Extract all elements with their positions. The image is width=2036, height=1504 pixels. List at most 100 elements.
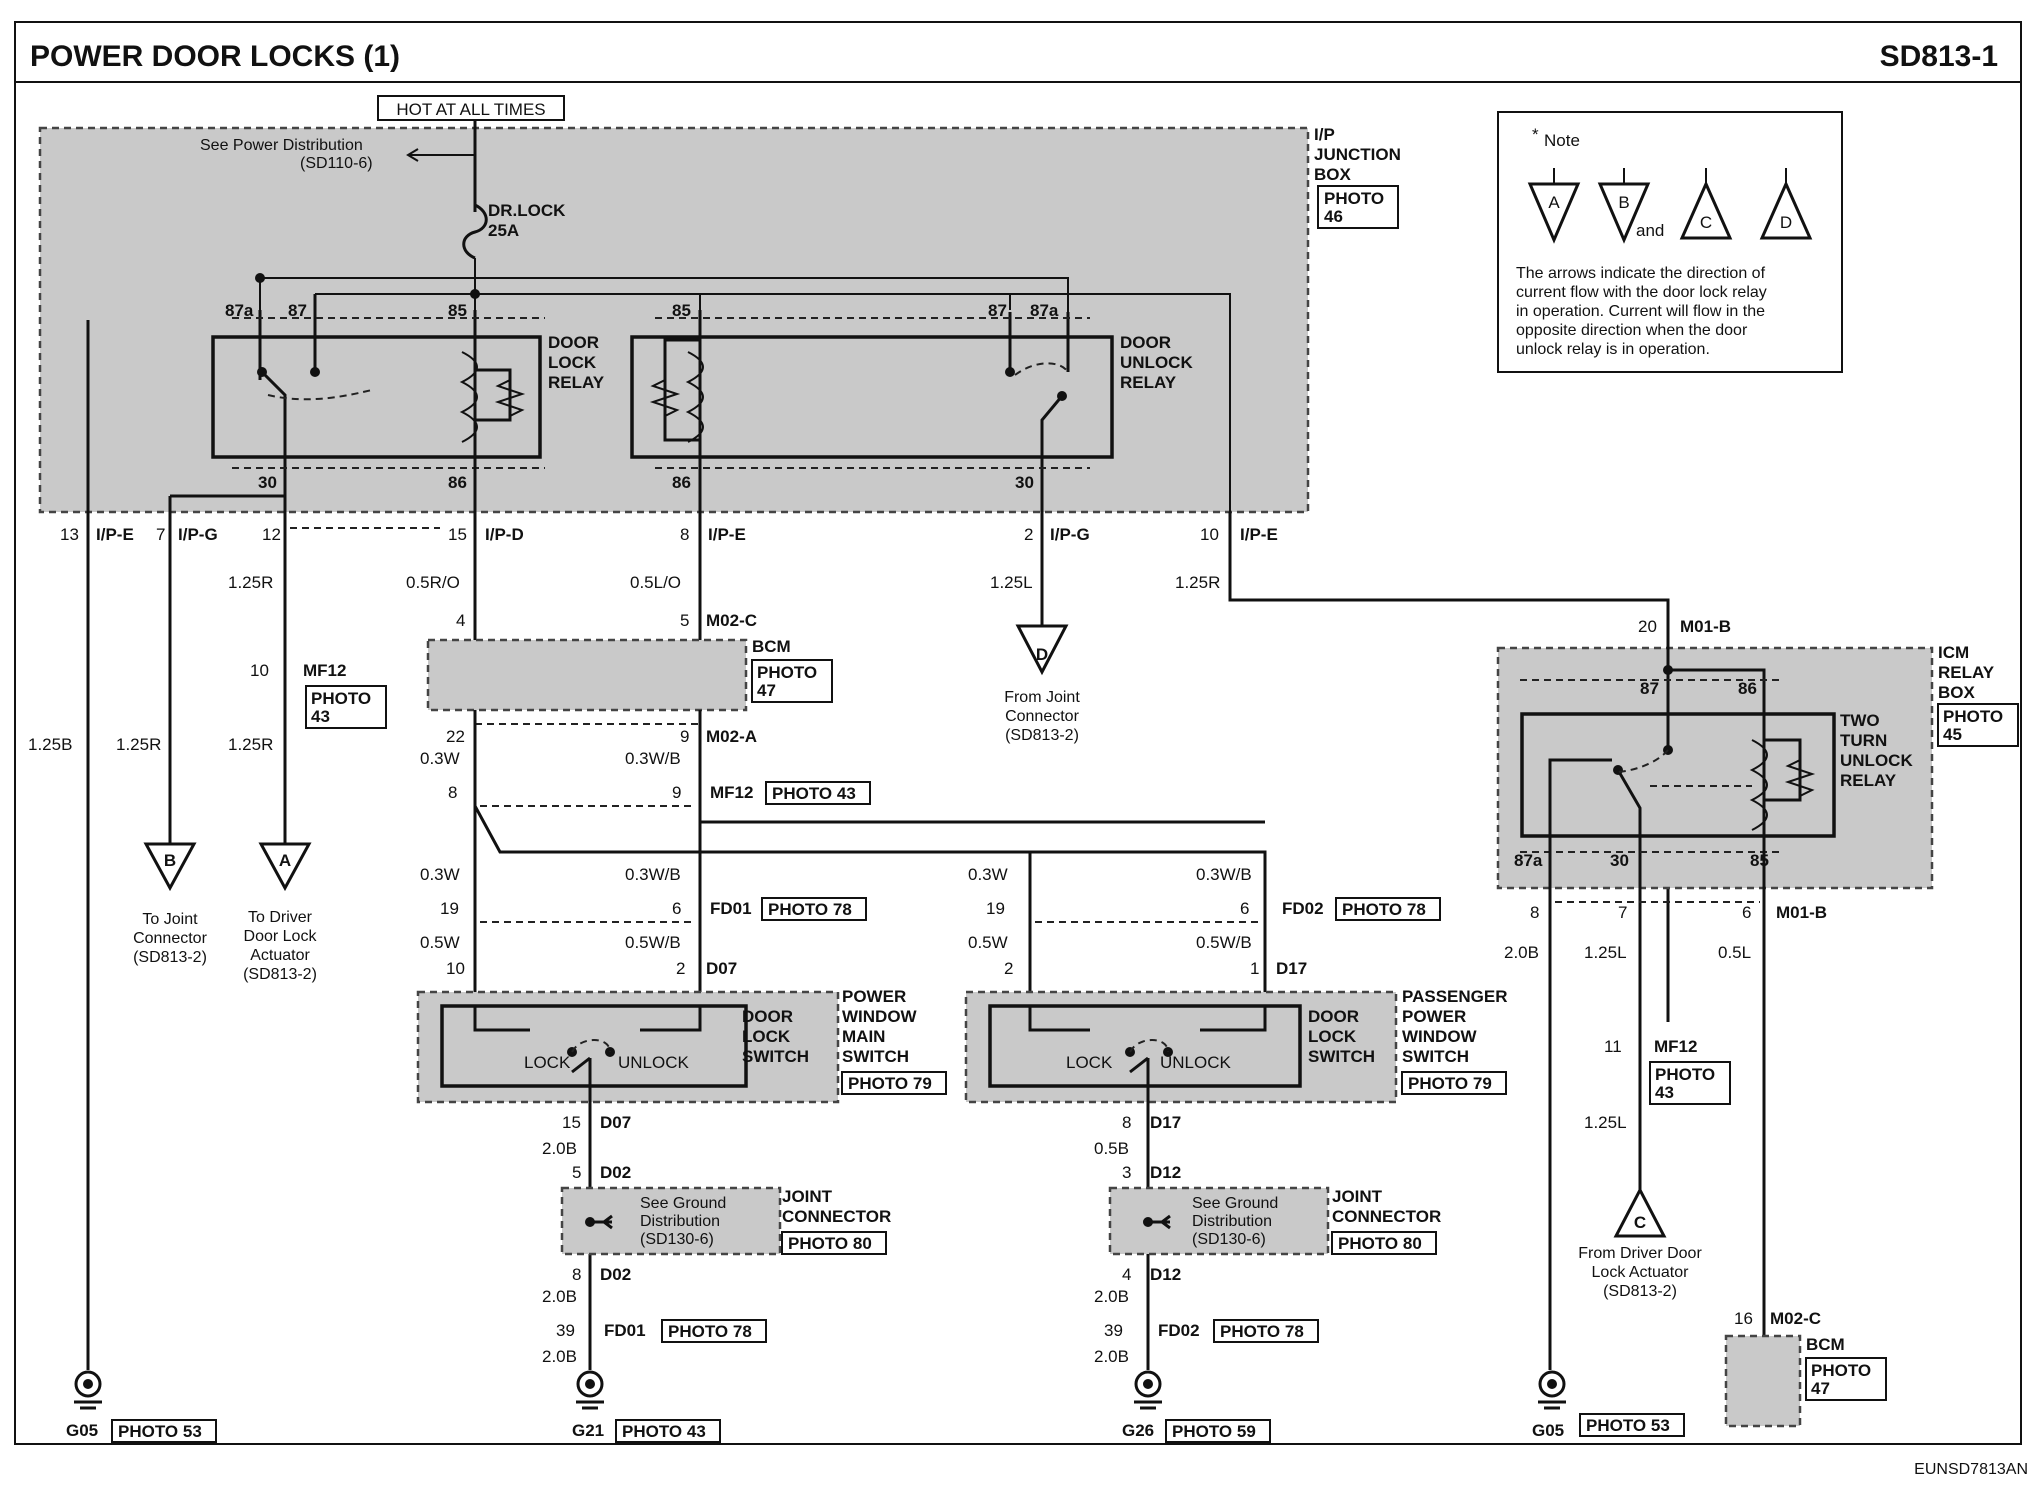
fd02-photo: PHOTO 78	[1342, 900, 1426, 919]
triangle-b-desc-3: (SD813-2)	[133, 949, 207, 966]
lock-pin-87: 87	[288, 301, 307, 320]
lock-pin-30: 30	[258, 473, 277, 492]
triangle-a-letter: A	[279, 851, 291, 870]
d07-pin-10: 10	[446, 959, 465, 978]
hot-label: HOT AT ALL TIMES	[396, 100, 545, 119]
pass-window-name-2: POWER	[1402, 1007, 1466, 1026]
triangle-c	[1613, 1186, 1667, 1238]
ground-3-name: G26	[1122, 1421, 1154, 1440]
fd01-conn: FD01	[710, 899, 752, 918]
pass-switch-photo: PHOTO 79	[1408, 1074, 1492, 1093]
junction-photo-1: PHOTO	[1324, 189, 1384, 208]
power-dist-arrow	[406, 148, 475, 162]
jb-conn-7: I/P-G	[178, 525, 218, 544]
wire-fd01-2: 0.3W/B	[625, 865, 681, 884]
ground-4-name: G05	[1532, 1421, 1564, 1440]
icm-photo-box	[1937, 703, 2019, 747]
main-window-name-1: POWER	[842, 987, 906, 1006]
ground-g26	[1134, 1370, 1162, 1410]
note-box	[1497, 111, 1843, 373]
wire-fd02-2: 0.3W/B	[1196, 865, 1252, 884]
triangle-c-desc-2: Lock Actuator	[1592, 1264, 1690, 1281]
wire-w5: 0.5L/O	[630, 573, 681, 592]
ground-3-photo: PHOTO 59	[1172, 1422, 1256, 1441]
fd01-g-pin: 39	[556, 1321, 575, 1340]
unlock-pin-85: 85	[672, 301, 691, 320]
joint-mid-see-2: Distribution	[1192, 1213, 1272, 1230]
fd01-g-photo: PHOTO 78	[668, 1322, 752, 1341]
joint-mid-in-pin: 3	[1122, 1163, 1131, 1182]
passenger-door-lock-switch	[988, 1004, 1302, 1088]
see-power-2: (SD110-6)	[300, 155, 373, 172]
triangle-a	[258, 842, 312, 892]
icm-pin-86: 86	[1738, 679, 1757, 698]
fd01-g-photo-box	[661, 1319, 767, 1343]
jb-conn-15: I/P-D	[485, 525, 524, 544]
note-title: Note	[1544, 131, 1580, 150]
jb-pin-10: 10	[1200, 525, 1219, 544]
wire-g-left-3: 2.0B	[542, 1347, 577, 1366]
note-letter-d: D	[1780, 213, 1792, 232]
main-switch-photo: PHOTO 79	[848, 1074, 932, 1093]
pass-switch-photo-box	[1401, 1071, 1507, 1095]
ground-2-name: G21	[572, 1421, 604, 1440]
icm-relay-name-2: TURN	[1840, 731, 1887, 750]
lock-pin-85: 85	[448, 301, 467, 320]
pass-switch-name-2: LOCK	[1308, 1027, 1357, 1046]
wire-w1-bot: 1.25B	[28, 735, 72, 754]
main-switch-name-2: LOCK	[742, 1027, 791, 1046]
unlock-pin-30: 30	[1015, 473, 1034, 492]
bcm-pin-4: 4	[456, 611, 465, 630]
unlock-pin-87: 87	[988, 301, 1007, 320]
pass-window-name-1: PASSENGER	[1402, 987, 1508, 1006]
ground-g05-left	[74, 1370, 102, 1410]
mf12-mid-conn: MF12	[710, 783, 753, 802]
passenger-power-window-switch	[964, 990, 1398, 1104]
d17-conn: D17	[1276, 959, 1307, 978]
unlock-relay-name-2: UNLOCK	[1120, 353, 1193, 372]
wire-g-mid-1: 0.5B	[1094, 1139, 1129, 1158]
icm-pin-87: 87	[1640, 679, 1659, 698]
mf12-left-pin: 10	[250, 661, 269, 680]
wire-w7: 1.25R	[1175, 573, 1220, 592]
icm-bot-pin-8: 8	[1530, 903, 1539, 922]
door-unlock-relay	[630, 335, 1114, 459]
fd02-pin-6: 6	[1240, 899, 1249, 918]
icm-bcm-photo-1: PHOTO	[1811, 1361, 1871, 1380]
wire-d17-1: 0.5W	[968, 933, 1008, 952]
icm-relay-box	[1496, 646, 1934, 890]
icm-bcm-name: BCM	[1806, 1335, 1845, 1354]
triangle-c-desc-1: From Driver Door	[1578, 1245, 1702, 1262]
jb-pin-8: 8	[680, 525, 689, 544]
joint-left-photo: PHOTO 80	[788, 1234, 872, 1253]
triangle-a-desc-4: (SD813-2)	[243, 966, 317, 983]
ground-1-photo-box	[111, 1419, 217, 1443]
d07-out-conn: D07	[600, 1113, 631, 1132]
joint-left-see-2: Distribution	[640, 1213, 720, 1230]
note-letter-b: B	[1618, 193, 1629, 212]
jb-conn-2: I/P-G	[1050, 525, 1090, 544]
fuse-symbol	[462, 203, 488, 260]
note-text-3: in operation. Current will flow in the	[1516, 303, 1765, 320]
triangle-c-letter: C	[1634, 1213, 1646, 1232]
mf12-left-photo-1: PHOTO	[311, 689, 371, 708]
bcm-pin-5: 5	[680, 611, 689, 630]
joint-left-in-conn: D02	[600, 1163, 631, 1182]
main-window-name-2: WINDOW	[842, 1007, 918, 1026]
icm-pin-87a: 87a	[1514, 851, 1543, 870]
fuse-name: DR.LOCK	[488, 201, 566, 220]
pass-lock-label: LOCK	[1066, 1053, 1113, 1072]
triangle-b-desc-2: Connector	[133, 930, 207, 947]
junction-photo-2: 46	[1324, 207, 1343, 226]
icm-name-3: BOX	[1938, 683, 1976, 702]
joint-mid-see-3: (SD130-6)	[1192, 1231, 1266, 1248]
wire-w6: 1.25L	[990, 573, 1033, 592]
joint-left-out-conn: D02	[600, 1265, 631, 1284]
note-text-2: current flow with the door lock relay	[1516, 284, 1767, 301]
ground-4-photo-box	[1579, 1413, 1685, 1437]
triangle-d-desc-3: (SD813-2)	[1005, 727, 1079, 744]
triangle-a-desc-2: Door Lock	[244, 928, 318, 945]
fd02-conn: FD02	[1282, 899, 1324, 918]
d17-out-conn: D17	[1150, 1113, 1181, 1132]
bcm-top	[426, 638, 748, 712]
